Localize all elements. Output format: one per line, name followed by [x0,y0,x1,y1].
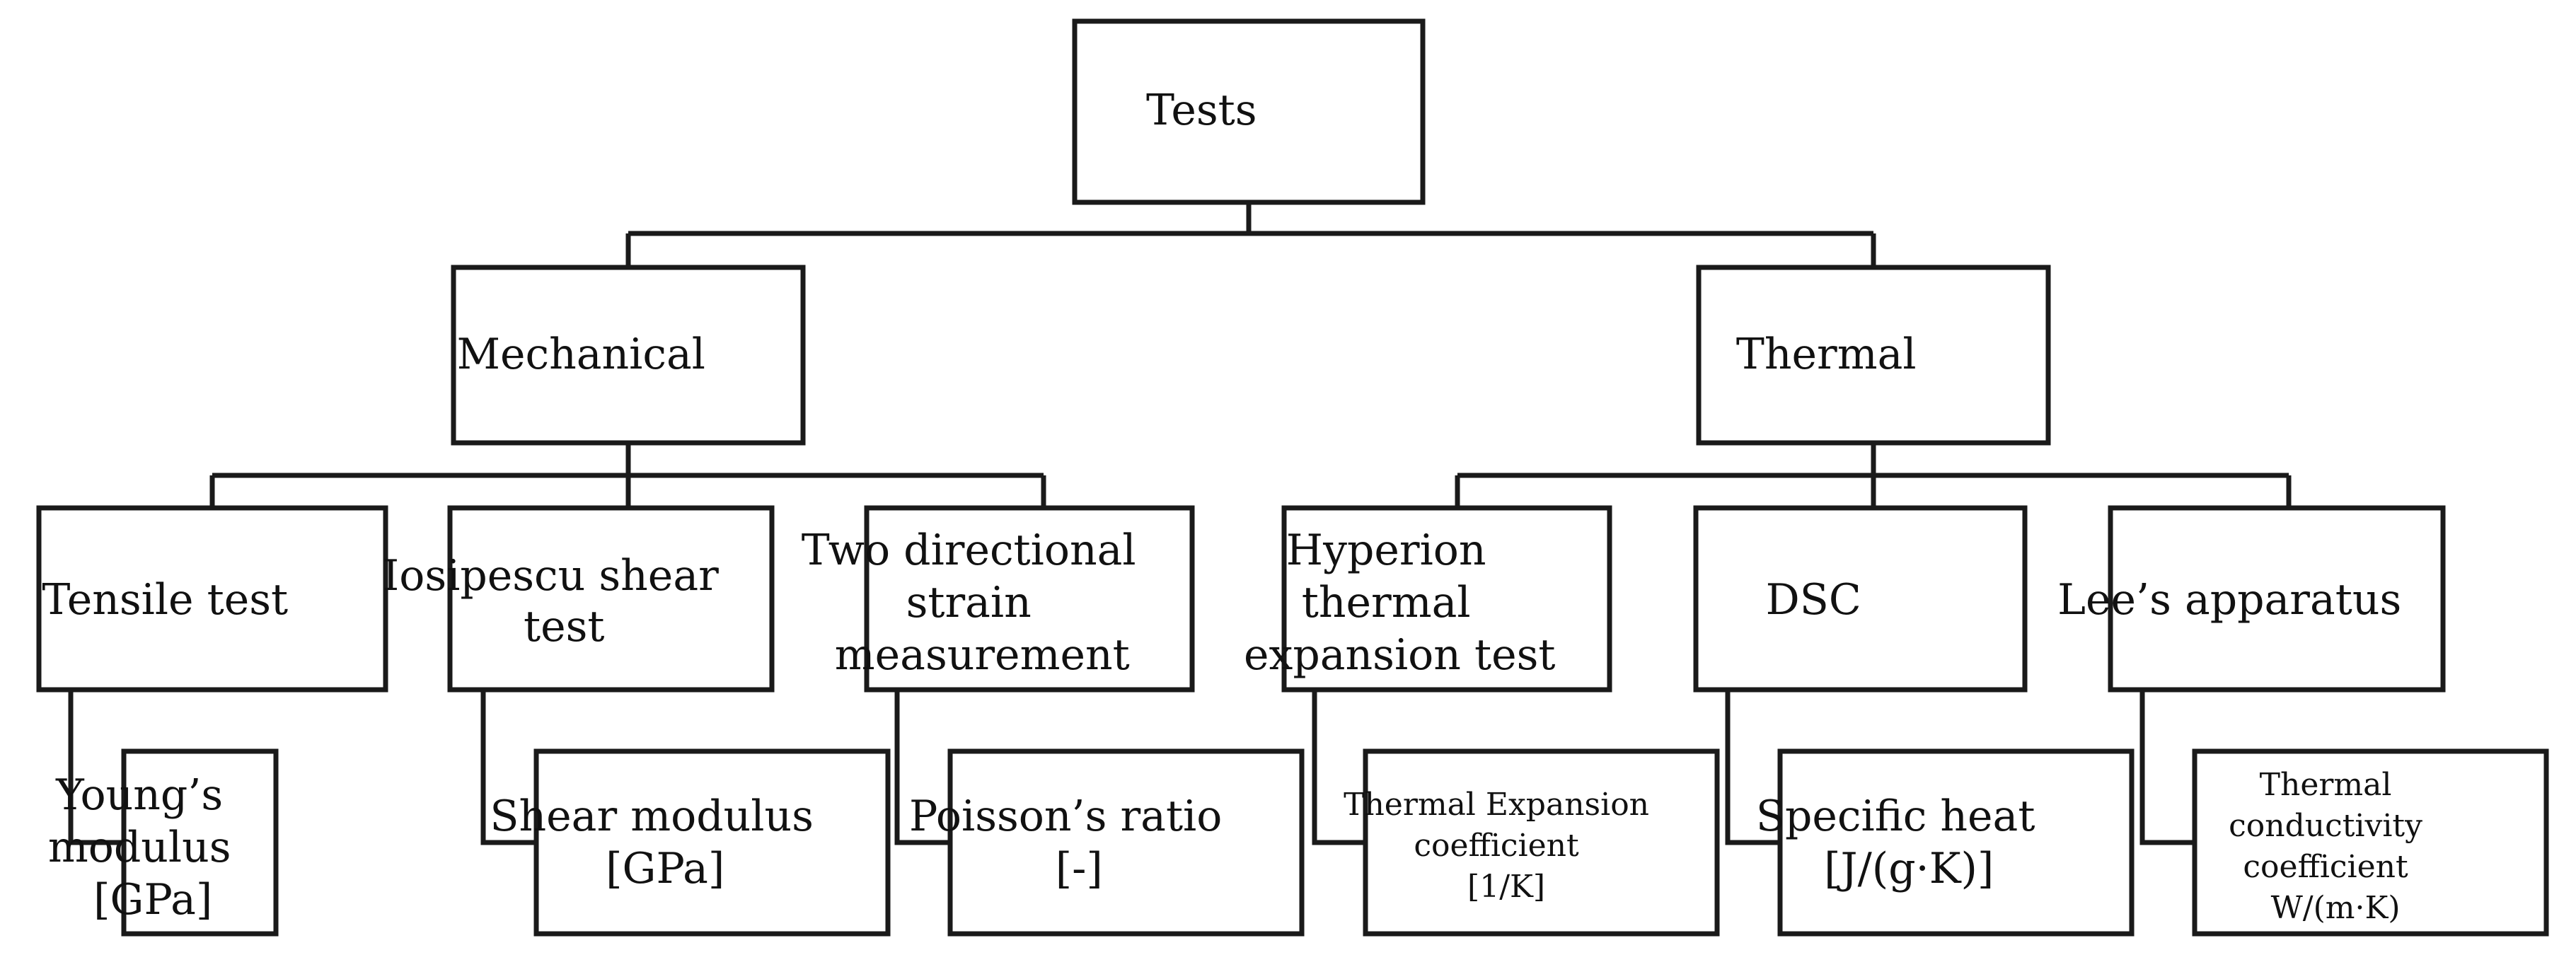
node-poissons-ratio-box[interactable] [947,748,1305,937]
node-thermal-expansion-coefficient-label: Thermal Expansion coefficient [1/K] [1344,787,1738,905]
node-hyperion-thermal-expansion-test-box[interactable] [1281,505,1612,693]
connector-strain-to-poissons-ratio [894,690,950,845]
node-specific-heat-box[interactable] [1777,748,2135,937]
connector-group-root-to-categories [625,202,1876,267]
node-thermal[interactable]: Thermal [1696,265,2051,446]
connector-group-mechanical-to-methods [209,443,1046,508]
node-iosipescu-shear-test-line-1: test [524,602,605,652]
node-thermal-expansion-coefficient-line-1: coefficient [1414,828,1579,864]
node-mechanical-box[interactable] [451,265,806,446]
node-two-directional-strain-measurement-line-0: Two directional [802,526,1136,575]
node-lees-apparatus-line-0: Lee’s apparatus [2057,575,2401,625]
node-shear-modulus-line-1: [GPa] [606,844,724,893]
node-two-directional-strain-measurement-box[interactable] [864,505,1195,693]
node-two-directional-strain-measurement-line-2: measurement [835,630,1130,680]
node-dsc[interactable]: DSC [1693,505,2028,693]
node-tests-line-0: Tests [1146,86,1257,135]
node-hyperion-thermal-expansion-test[interactable]: Hyperion thermal expansion test [1244,505,1650,693]
connector-hyperion-to-thermal-expansion-coefficient [1312,690,1365,845]
node-poissons-ratio[interactable]: Poisson’s ratio [-] [909,748,1344,937]
node-youngs-modulus-line-0: Young’s [55,770,223,820]
node-dsc-line-0: DSC [1766,575,1861,625]
node-iosipescu-shear-test-box[interactable] [447,505,775,693]
node-youngs-modulus[interactable]: Young’s modulus [GPa] [48,748,352,937]
node-youngs-modulus-line-1: modulus [48,823,231,872]
connector-group-thermal-to-methods [1455,443,2292,508]
node-thermal-box[interactable] [1696,265,2051,446]
node-thermal-expansion-coefficient-line-0: Thermal Expansion [1344,787,1649,823]
connector-iosipescu-to-shear-modulus [480,690,536,845]
node-iosipescu-shear-test-label: Iosipescu shear test [383,551,841,652]
node-thermal-conductivity-coefficient[interactable]: Thermal conductivity coefficient W/(m·K) [2192,748,2549,937]
node-two-directional-strain-measurement[interactable]: Two directional strain measurement [802,505,1258,693]
node-tensile-test[interactable]: Tensile test [36,505,388,693]
node-tests-box[interactable] [1072,18,1426,205]
node-iosipescu-shear-test[interactable]: Iosipescu shear test [383,505,841,693]
node-youngs-modulus-box[interactable] [121,748,279,937]
node-youngs-modulus-line-2: [GPa] [93,875,212,925]
node-specific-heat-line-1: [J/(g·K)] [1824,844,1994,893]
node-thermal-conductivity-coefficient-line-1: conductivity [2229,808,2422,844]
connector-lees-to-thermal-conductivity-coefficient [2139,690,2195,845]
node-mechanical[interactable]: Mechanical [451,265,806,446]
node-shear-modulus[interactable]: Shear modulus [GPa] [490,748,935,937]
node-poissons-ratio-label: Poisson’s ratio [-] [909,792,1344,893]
node-thermal-label: Thermal [1736,330,2011,379]
node-hyperion-thermal-expansion-test-label: Hyperion thermal expansion test [1244,526,1650,680]
node-hyperion-thermal-expansion-test-line-0: Hyperion [1286,526,1486,575]
node-lees-apparatus-label: Lee’s apparatus [2057,575,2496,625]
node-tests[interactable]: Tests [1072,18,1426,205]
node-shear-modulus-line-0: Shear modulus [490,792,813,841]
node-shear-modulus-box[interactable] [533,748,891,937]
node-youngs-modulus-label: Young’s modulus [GPa] [48,770,352,925]
node-tests-label: Tests [1146,86,1351,135]
node-thermal-conductivity-coefficient-box[interactable] [2192,748,2549,937]
node-thermal-expansion-coefficient-line-2: [1/K] [1467,869,1545,905]
node-hyperion-thermal-expansion-test-line-1: thermal [1302,578,1471,627]
node-mechanical-label: Mechanical [457,330,800,379]
node-thermal-conductivity-coefficient-label: Thermal conductivity coefficient W/(m·K) [2229,767,2512,926]
node-poissons-ratio-line-1: [-] [1056,844,1103,893]
node-mechanical-line-0: Mechanical [457,330,705,379]
connector-dsc-to-specific-heat [1725,690,1780,845]
node-thermal-expansion-coefficient-box[interactable] [1363,748,1720,937]
node-specific-heat[interactable]: Specific heat [J/(g·K)] [1756,748,2156,937]
node-thermal-conductivity-coefficient-line-2: coefficient [2243,849,2408,885]
node-two-directional-strain-measurement-line-1: strain [906,578,1032,627]
node-lees-apparatus[interactable]: Lee’s apparatus [2057,505,2496,693]
node-poissons-ratio-line-0: Poisson’s ratio [909,792,1222,841]
node-two-directional-strain-measurement-label: Two directional strain measurement [802,526,1258,680]
node-thermal-expansion-coefficient[interactable]: Thermal Expansion coefficient [1/K] [1344,748,1738,937]
node-dsc-box[interactable] [1693,505,2028,693]
node-thermal-conductivity-coefficient-line-3: W/(m·K) [2271,890,2401,926]
node-iosipescu-shear-test-line-0: Iosipescu shear [383,551,720,601]
node-thermal-line-0: Thermal [1736,330,1917,379]
node-tensile-test-box[interactable] [36,505,388,693]
node-dsc-label: DSC [1766,575,1956,625]
node-specific-heat-line-0: Specific heat [1756,792,2035,841]
node-shear-modulus-label: Shear modulus [GPa] [490,792,935,893]
node-hyperion-thermal-expansion-test-line-2: expansion test [1244,630,1556,680]
node-lees-apparatus-box[interactable] [2108,505,2446,693]
node-tensile-test-line-0: Tensile test [42,575,288,625]
connector-tensile-to-youngs-modulus [68,690,124,845]
node-thermal-conductivity-coefficient-line-0: Thermal [2260,767,2392,803]
connector-group-methods-to-properties [68,690,2195,845]
node-tensile-test-label: Tensile test [42,575,382,625]
node-specific-heat-label: Specific heat [J/(g·K)] [1756,792,2156,893]
